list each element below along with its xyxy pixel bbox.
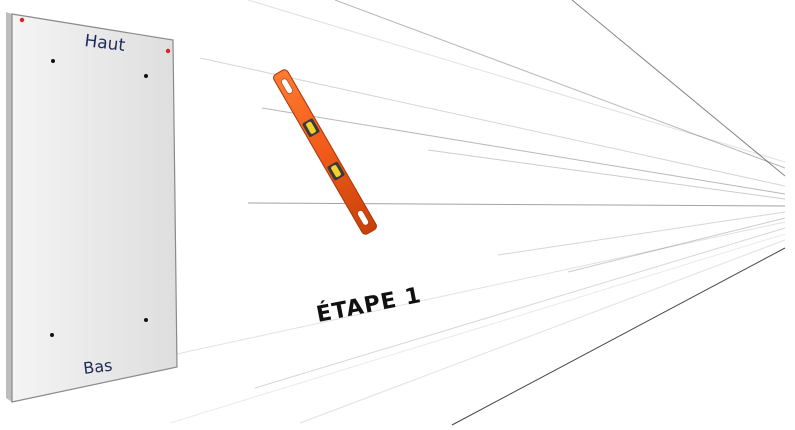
panel-face [11, 13, 178, 403]
perspective-line [334, 0, 786, 169]
perspective-line [427, 149, 786, 200]
perspective-line [247, 0, 786, 163]
hole-bottom-left [50, 333, 54, 337]
panel-side-edge [6, 12, 12, 402]
perspective-line [261, 107, 786, 195]
spirit-level-body [273, 69, 377, 235]
panel: Haut Bas [6, 12, 178, 403]
perspective-line [299, 239, 786, 424]
perspective-line [497, 211, 786, 256]
red-marker-top-left [19, 17, 25, 23]
hole-top-left [51, 59, 55, 63]
perspective-lines [169, 0, 786, 426]
spirit-level-icon [273, 69, 377, 235]
panel-top-label: Haut [83, 31, 126, 56]
step-label: ÉTAPE 1 [314, 282, 423, 328]
perspective-line [254, 227, 786, 389]
panel-bottom-label: Bas [82, 356, 113, 378]
spirit-level-vial-2 [331, 165, 341, 178]
perspective-line [199, 57, 786, 187]
spirit-level-grip-right [357, 210, 369, 226]
perspective-line [451, 247, 786, 426]
perspective-line [247, 202, 786, 207]
perspective-line [171, 221, 786, 356]
hole-top-right [144, 74, 148, 78]
red-marker-top-right [165, 48, 171, 54]
perspective-line [169, 233, 786, 424]
spirit-level-grip-left [281, 78, 293, 94]
perspective-line [571, 0, 786, 177]
spirit-level-vial [306, 121, 316, 134]
hole-bottom-right [144, 318, 148, 322]
perspective-line [567, 217, 786, 273]
